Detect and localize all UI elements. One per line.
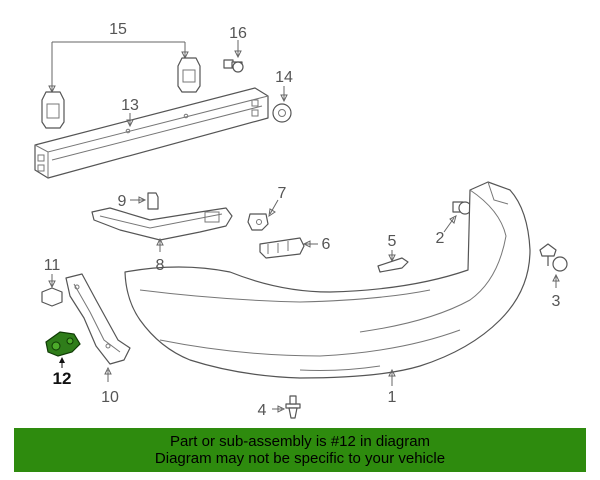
part-16-bolt	[223, 40, 244, 73]
callout-3: 3	[552, 293, 561, 310]
part-3-screw	[539, 243, 568, 288]
callout-9: 9	[118, 193, 127, 210]
callout-13: 13	[121, 97, 139, 114]
banner-line-disclaimer: Diagram may not be specific to your vehi…	[154, 450, 446, 467]
callout-8: 8	[156, 257, 165, 274]
part-7-bracket	[247, 199, 279, 231]
callout-16: 16	[229, 25, 247, 42]
part-8-retainer	[91, 207, 233, 252]
part-14-nut	[272, 86, 292, 123]
parts-diagram: 15 16 14 13 9 7 6 5 2 8 11 3 12 10 1 4	[34, 21, 568, 419]
callout-12-highlighted: 12	[53, 369, 72, 388]
callout-15: 15	[109, 21, 127, 38]
banner-line-part-number: Part or sub-assembly is #12 in diagram	[169, 433, 431, 450]
part-11-nut	[41, 274, 63, 307]
callout-4: 4	[258, 402, 267, 419]
part-1-bumper-cover	[124, 181, 531, 386]
part-13-reinforcement-beam	[34, 87, 269, 179]
part-12-clip-highlighted	[45, 331, 81, 368]
callout-14: 14	[275, 69, 293, 86]
part-6-retainer	[259, 237, 318, 259]
part-15-brackets	[41, 41, 201, 129]
part-10-side-bracket	[65, 273, 131, 382]
part-2-clip	[443, 201, 472, 233]
part-5-reflector	[377, 250, 409, 273]
callout-10: 10	[101, 389, 119, 406]
part-4-push-clip	[272, 395, 301, 419]
callout-2: 2	[436, 230, 445, 247]
part-9-clip	[130, 192, 159, 210]
callout-6: 6	[322, 236, 331, 253]
callout-7: 7	[278, 185, 287, 202]
info-banner: Part or sub-assembly is #12 in diagram D…	[14, 428, 586, 472]
callout-11: 11	[44, 257, 61, 274]
callout-1: 1	[388, 389, 397, 406]
callout-5: 5	[388, 233, 397, 250]
